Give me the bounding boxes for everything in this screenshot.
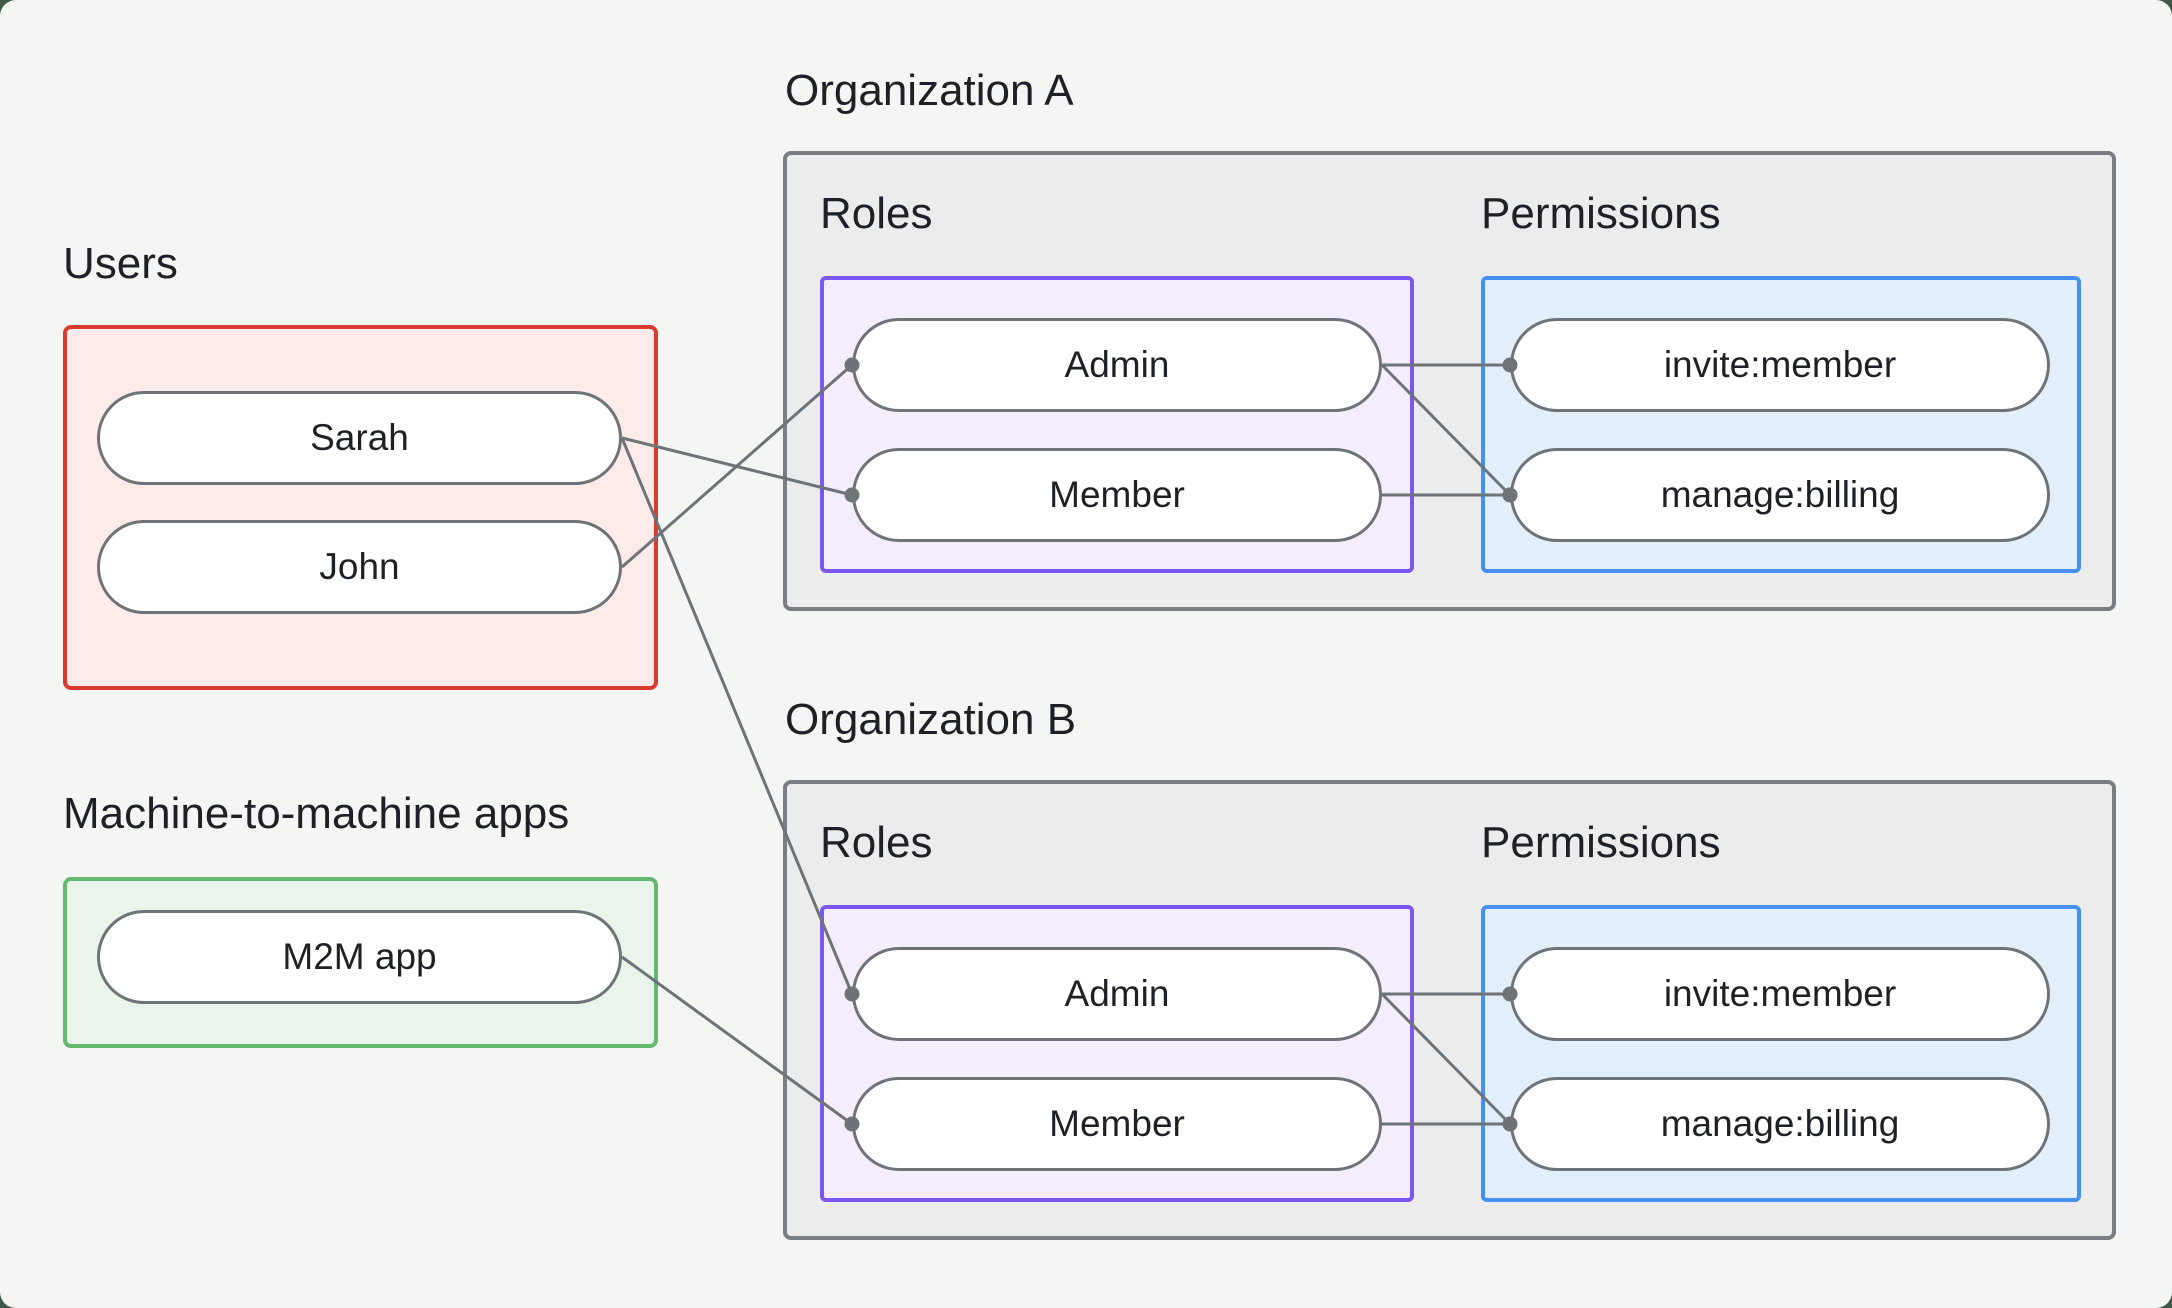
node-org-b-role-member: Member bbox=[852, 1077, 1382, 1171]
node-org-b-perm-manage: manage:billing bbox=[1510, 1077, 2050, 1171]
node-m2m-app: M2M app bbox=[97, 910, 622, 1004]
org-b-title: Organization B bbox=[785, 695, 1077, 744]
node-user-sarah-label: Sarah bbox=[310, 417, 409, 458]
org-a-roles-label: Roles bbox=[820, 189, 933, 238]
org-b-roles-label: Roles bbox=[820, 818, 933, 867]
node-org-b-perm-invite: invite:member bbox=[1510, 947, 2050, 1041]
node-org-a-role-member: Member bbox=[852, 448, 1382, 542]
node-org-b-perm-invite-label: invite:member bbox=[1663, 973, 1897, 1014]
node-user-john-label: John bbox=[319, 546, 400, 587]
org-a-permissions-label: Permissions bbox=[1481, 189, 1721, 238]
node-org-b-role-admin: Admin bbox=[852, 947, 1382, 1041]
node-org-b-role-member-label: Member bbox=[1049, 1103, 1185, 1144]
node-org-a-role-admin: Admin bbox=[852, 318, 1382, 412]
node-org-a-perm-invite: invite:member bbox=[1510, 318, 2050, 412]
node-org-a-role-admin-label: Admin bbox=[1064, 344, 1170, 385]
node-org-a-perm-invite-label: invite:member bbox=[1663, 344, 1897, 385]
node-org-b-role-admin-label: Admin bbox=[1064, 973, 1170, 1014]
node-org-a-perm-manage: manage:billing bbox=[1510, 448, 2050, 542]
m2m-group-label: Machine-to-machine apps bbox=[63, 789, 570, 838]
org-b-permissions-label: Permissions bbox=[1481, 818, 1721, 867]
node-m2m-app-label: M2M app bbox=[282, 936, 437, 977]
node-user-john: John bbox=[97, 520, 622, 614]
users-group-label: Users bbox=[63, 239, 178, 288]
node-user-sarah: Sarah bbox=[97, 391, 622, 485]
node-org-a-role-member-label: Member bbox=[1049, 474, 1185, 515]
node-org-b-perm-manage-label: manage:billing bbox=[1660, 1103, 1900, 1144]
users-group-box bbox=[63, 325, 658, 690]
node-org-a-perm-manage-label: manage:billing bbox=[1660, 474, 1900, 515]
org-a-title: Organization A bbox=[785, 66, 1074, 115]
